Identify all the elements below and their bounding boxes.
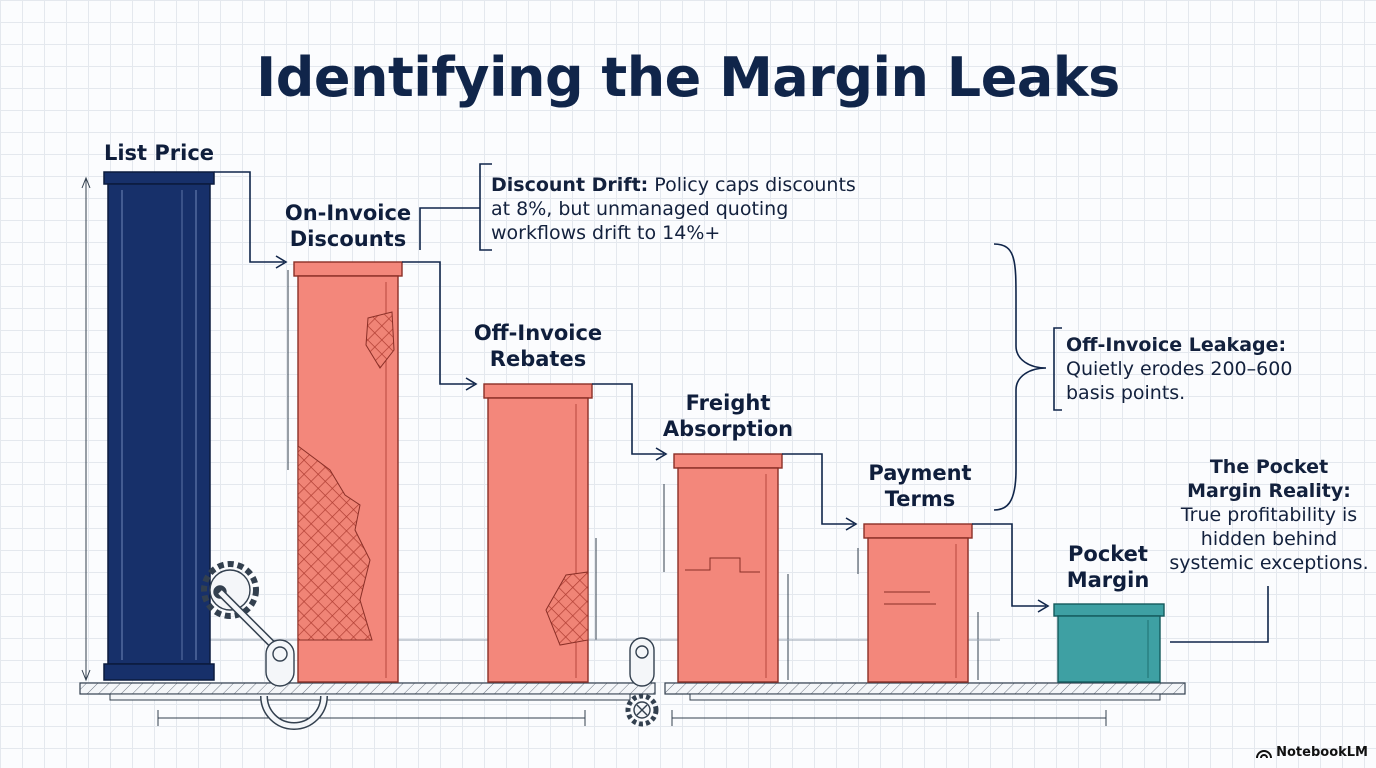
page-title: Identifying the Margin Leaks	[256, 46, 1120, 109]
ground-platform-left	[79, 682, 656, 701]
bar-label-pocket-margin: Pocket Margin	[1040, 541, 1176, 593]
bar-label-line: Pocket	[1068, 542, 1148, 566]
callout-text: Policy caps discounts	[648, 174, 856, 196]
gear-icon	[201, 561, 283, 655]
callout-text: workflows drift to 14%+	[491, 222, 721, 244]
callout-text: basis points.	[1066, 382, 1186, 404]
bar-label-line: Absorption	[662, 417, 794, 441]
bar-payment-terms	[863, 523, 973, 683]
flow-connectors	[214, 171, 1050, 613]
bar-label-line: Off-Invoice	[473, 321, 603, 345]
bar-label-line: Freight	[685, 391, 771, 415]
bar-label-on-invoice-discounts: On-Invoice Discounts	[270, 200, 426, 252]
callout-text: at 8%, but unmanaged quoting	[491, 198, 789, 220]
brand-text: NotebookLM	[1276, 745, 1368, 760]
notebooklm-logo-icon	[1256, 749, 1273, 758]
bar-label-freight-absorption: Freight Absorption	[650, 390, 806, 442]
ground-platform-right	[664, 682, 1186, 701]
bar-label-line: Terms	[884, 487, 956, 511]
callout-text: systemic exceptions.	[1169, 552, 1369, 574]
pulley-icon-left	[260, 639, 328, 730]
bar-list-price	[103, 171, 215, 681]
callout-off-invoice-leakage: Off-Invoice Leakage: Quietly erodes 200–…	[1066, 333, 1326, 405]
callout-brackets	[419, 163, 1269, 643]
bar-label-list-price: List Price	[100, 140, 218, 166]
callout-pocket-margin-reality: The Pocket Margin Reality: True profitab…	[1164, 455, 1374, 575]
callout-heading: Off-Invoice Leakage:	[1066, 334, 1287, 356]
callout-heading: Discount Drift:	[491, 174, 649, 196]
callout-heading: Margin Reality:	[1187, 480, 1351, 502]
callout-discount-drift: Discount Drift: Policy caps discounts at…	[491, 173, 871, 245]
pulley-icon-right	[625, 637, 659, 727]
brand-watermark: NotebookLM	[1256, 745, 1368, 760]
bar-label-off-invoice-rebates: Off-Invoice Rebates	[460, 320, 616, 372]
bar-pocket-margin	[1053, 603, 1165, 683]
callout-text: hidden behind	[1200, 528, 1338, 550]
bar-label-payment-terms: Payment Terms	[842, 460, 998, 512]
bar-label-line: Rebates	[489, 347, 587, 371]
bar-off-invoice-rebates	[483, 383, 593, 683]
bar-label-line: List Price	[103, 141, 215, 165]
callout-text: True profitability is	[1180, 504, 1358, 526]
bar-label-line: Margin	[1066, 568, 1150, 592]
callout-text: Quietly erodes 200–600	[1066, 358, 1293, 380]
bar-on-invoice-discounts	[293, 261, 403, 683]
callout-heading: The Pocket	[1209, 456, 1329, 478]
bar-label-line: Discounts	[289, 227, 407, 251]
bar-label-line: Payment	[868, 461, 972, 485]
bar-label-line: On-Invoice	[284, 201, 412, 225]
bar-freight-absorption	[673, 453, 783, 683]
